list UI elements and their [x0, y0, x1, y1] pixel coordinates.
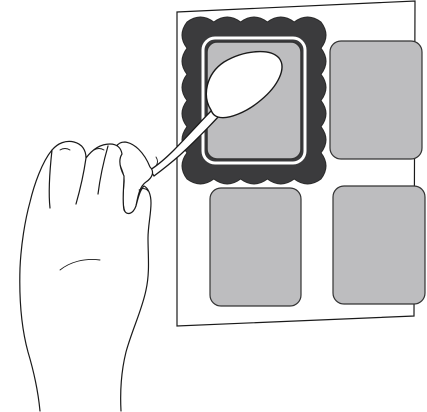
label-bottom-right — [333, 186, 425, 304]
label-top-right — [330, 41, 422, 159]
label-bottom-left — [210, 188, 301, 306]
hand — [20, 141, 158, 411]
